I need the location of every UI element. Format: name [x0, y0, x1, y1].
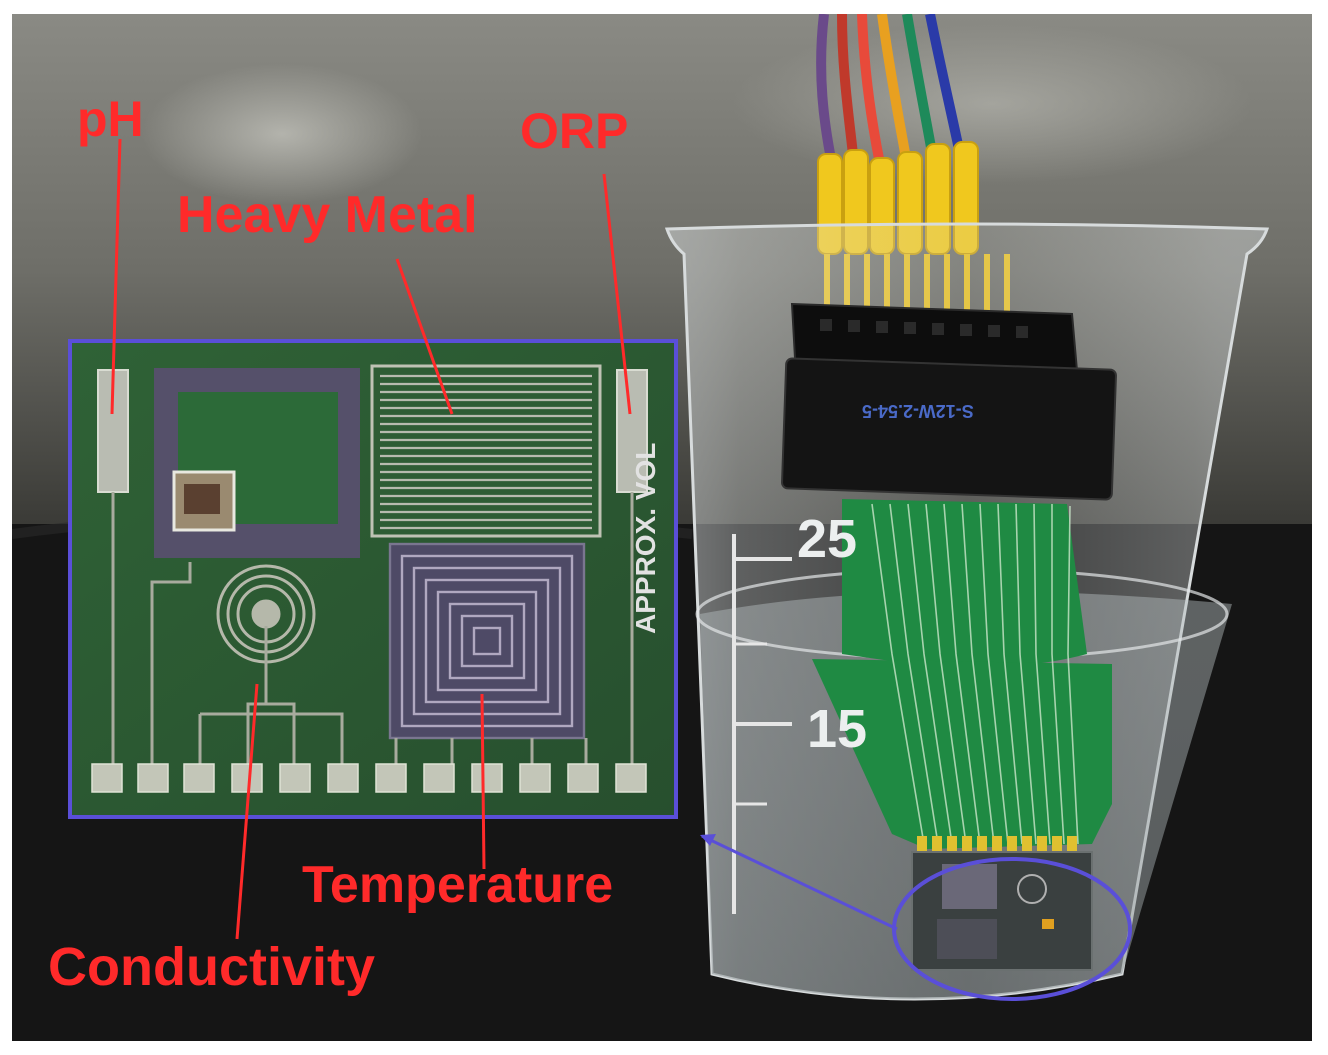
flex-cable	[812, 499, 1112, 854]
sensor-chip-enlarged	[68, 339, 678, 819]
label-orp: ORP	[520, 103, 629, 159]
background-blur	[732, 24, 1252, 184]
orp-electrode	[616, 369, 648, 493]
label-conductivity: Conductivity	[48, 937, 376, 997]
connector-housing	[781, 302, 1117, 501]
beaker-approx-vol: APPROX. VOL	[630, 442, 661, 634]
label-temperature: Temperature	[302, 856, 614, 914]
background-blur	[142, 64, 422, 204]
highlight-pointer-arrowhead	[700, 834, 716, 846]
temperature-electrode	[388, 542, 586, 740]
beaker-mark-15: 15	[807, 699, 868, 759]
chip-pads	[91, 763, 647, 793]
photo-scene	[12, 14, 1312, 1041]
heavy-metal-electrode	[370, 364, 602, 538]
chip-traces	[111, 492, 634, 764]
annotation-lines	[110, 138, 632, 940]
connector-code: S-12W-2.54-5	[862, 401, 974, 421]
beaker-mark-25: 25	[797, 509, 858, 569]
reference-chip-core	[184, 484, 220, 514]
highlight-pointer-line	[701, 834, 898, 931]
sensor-photo: 25 15 APPROX. VOL S-12W-2.54-5 pH ORP He…	[12, 14, 1312, 1041]
label-heavy-metal: Heavy Metal	[177, 186, 478, 244]
label-ph: pH	[77, 91, 144, 147]
chip-in-beaker	[911, 851, 1093, 971]
